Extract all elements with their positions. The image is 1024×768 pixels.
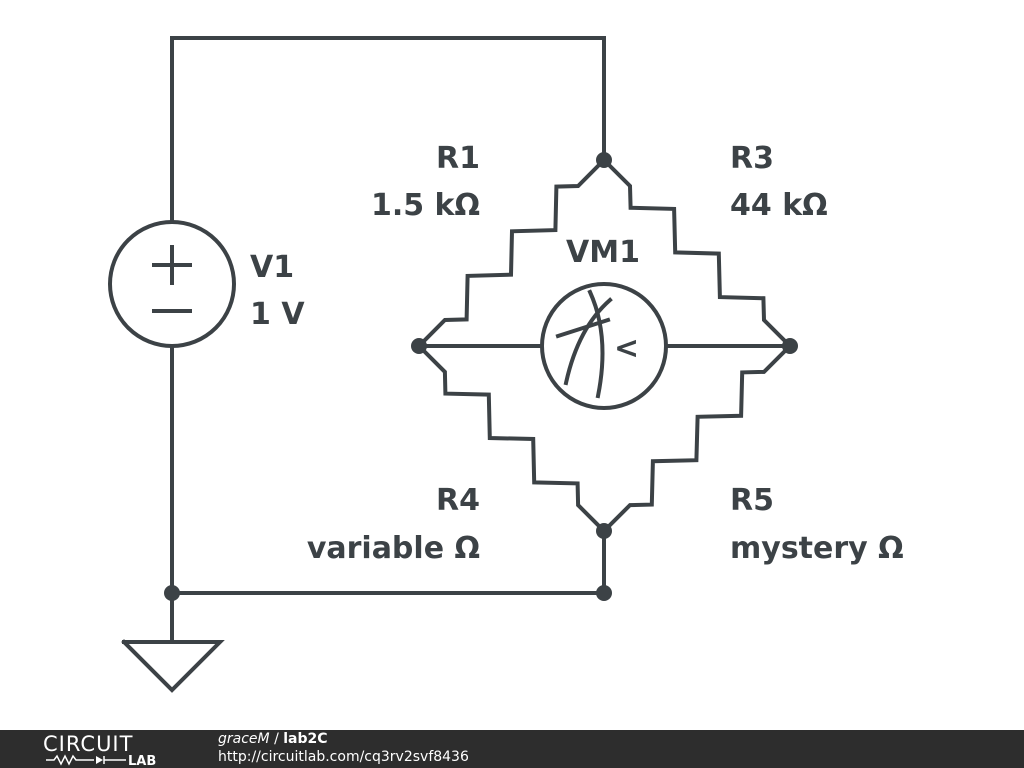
r4-name-label: R4 <box>436 483 480 518</box>
wire-top-loop <box>170 36 606 224</box>
author-link[interactable]: graceM <box>218 731 270 747</box>
junction-ground <box>164 585 180 601</box>
resistor-r5 <box>601 343 793 534</box>
v1-name-label: V1 <box>250 250 294 285</box>
junction-right <box>782 338 798 354</box>
circuit-url[interactable]: http://circuitlab.com/cq3rv2svf8436 <box>218 749 469 765</box>
resistor-r3 <box>601 157 793 349</box>
junction-top <box>596 152 612 168</box>
resistor-r4 <box>416 343 607 534</box>
logo-top-text: CIRCUIT <box>43 732 133 756</box>
title-separator: / <box>269 731 284 747</box>
r4-value-label: variable Ω <box>307 531 480 566</box>
voltage-source-v1 <box>108 220 236 348</box>
logo-bottom-text: LAB <box>128 754 156 766</box>
r3-value-label: 44 kΩ <box>730 188 828 223</box>
v1-value-label: 1 V <box>250 297 305 332</box>
ground-symbol <box>121 639 225 693</box>
circuit-schematic: < V1 1 V R1 1.5 kΩ R3 44 kΩ VM1 R4 varia… <box>108 36 904 693</box>
junction-bottom-right <box>596 585 612 601</box>
resistor-r1 <box>416 157 607 349</box>
r1-name-label: R1 <box>436 141 480 176</box>
vm1-name-label: VM1 <box>566 235 640 270</box>
junction-bottom <box>596 523 612 539</box>
r5-name-label: R5 <box>730 483 774 518</box>
footer-bar: CIRCUIT LAB graceM / lab2C http://circui… <box>0 730 1024 768</box>
circuit-name-link[interactable]: lab2C <box>283 731 328 747</box>
footer-title: graceM / lab2C <box>218 731 328 747</box>
r1-value-label: 1.5 kΩ <box>371 188 480 223</box>
r3-name-label: R3 <box>730 141 774 176</box>
logo-diode-icon <box>96 756 103 764</box>
r5-value-label: mystery Ω <box>730 531 904 566</box>
voltmeter-symbol: < <box>614 331 639 366</box>
circuitlab-logo[interactable]: CIRCUIT LAB <box>40 732 180 766</box>
logo-resistor-icon <box>46 754 94 766</box>
voltmeter-vm1: < <box>540 282 668 410</box>
junction-left <box>411 338 427 354</box>
